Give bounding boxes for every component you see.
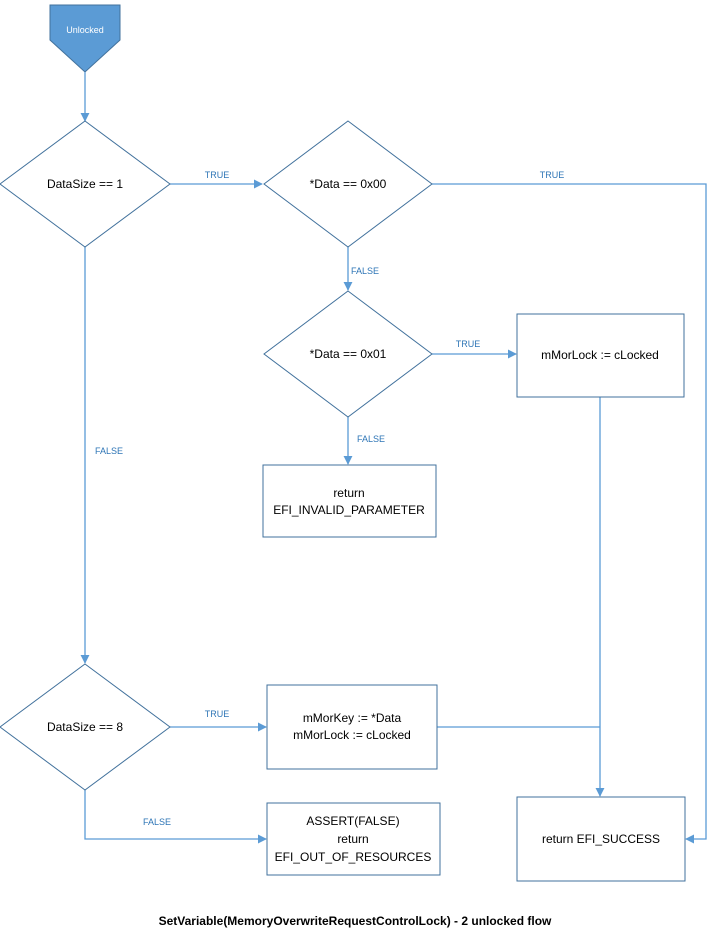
label-data01-true: TRUE <box>456 339 481 349</box>
decision-datasize1-label: DataSize == 1 <box>47 177 123 191</box>
box-assert-line3: EFI_OUT_OF_RESOURCES <box>275 850 432 864</box>
label-data00-true: TRUE <box>540 170 565 180</box>
box-success: return EFI_SUCCESS <box>516 796 686 882</box>
box-invalid-parameter-line2: EFI_INVALID_PARAMETER <box>273 503 425 517</box>
decision-data00-label: *Data == 0x00 <box>310 177 387 191</box>
decision-datasize8-label: DataSize == 8 <box>47 720 123 734</box>
box-assert-line1: ASSERT(FALSE) <box>306 814 399 828</box>
label-data01-false: FALSE <box>357 434 385 444</box>
decision-data00: *Data == 0x00 <box>263 120 433 248</box>
label-datasize1-true: TRUE <box>205 170 230 180</box>
label-data00-false: FALSE <box>351 266 379 276</box>
start-label: Unlocked <box>66 25 104 35</box>
decision-datasize8: DataSize == 8 <box>0 663 171 791</box>
edge-datasize8-false <box>84 790 267 844</box>
diagram-caption: SetVariable(MemoryOverwriteRequestContro… <box>158 914 552 928</box>
decision-datasize1: DataSize == 1 <box>0 120 171 248</box>
decision-data01: *Data == 0x01 <box>263 290 433 418</box>
box-assert: ASSERT(FALSE) return EFI_OUT_OF_RESOURCE… <box>266 802 441 876</box>
box-invalid-parameter-line1: return <box>333 486 364 500</box>
box-invalid-parameter: return EFI_INVALID_PARAMETER <box>262 464 437 538</box>
label-datasize1-false: FALSE <box>95 446 123 456</box>
decision-data01-label: *Data == 0x01 <box>310 347 387 361</box>
box-mor-key-line1: mMorKey := *Data <box>303 711 402 725</box>
edges <box>80 72 707 844</box>
start-node: Unlocked <box>49 4 121 73</box>
label-datasize8-true: TRUE <box>205 709 230 719</box>
label-datasize8-false: FALSE <box>143 817 171 827</box>
box-success-line: return EFI_SUCCESS <box>542 832 660 846</box>
box-assert-line2: return <box>337 832 368 846</box>
box-mor-key: mMorKey := *Data mMorLock := cLocked <box>266 684 438 770</box>
box-mor-lock: mMorLock := cLocked <box>516 313 685 398</box>
box-mor-lock-line: mMorLock := cLocked <box>541 348 659 362</box>
edge-data00-true <box>432 183 707 844</box>
edge-labels: TRUE TRUE FALSE TRUE FALSE FALSE TRUE FA… <box>95 170 564 827</box>
box-mor-key-line2: mMorLock := cLocked <box>293 728 411 742</box>
